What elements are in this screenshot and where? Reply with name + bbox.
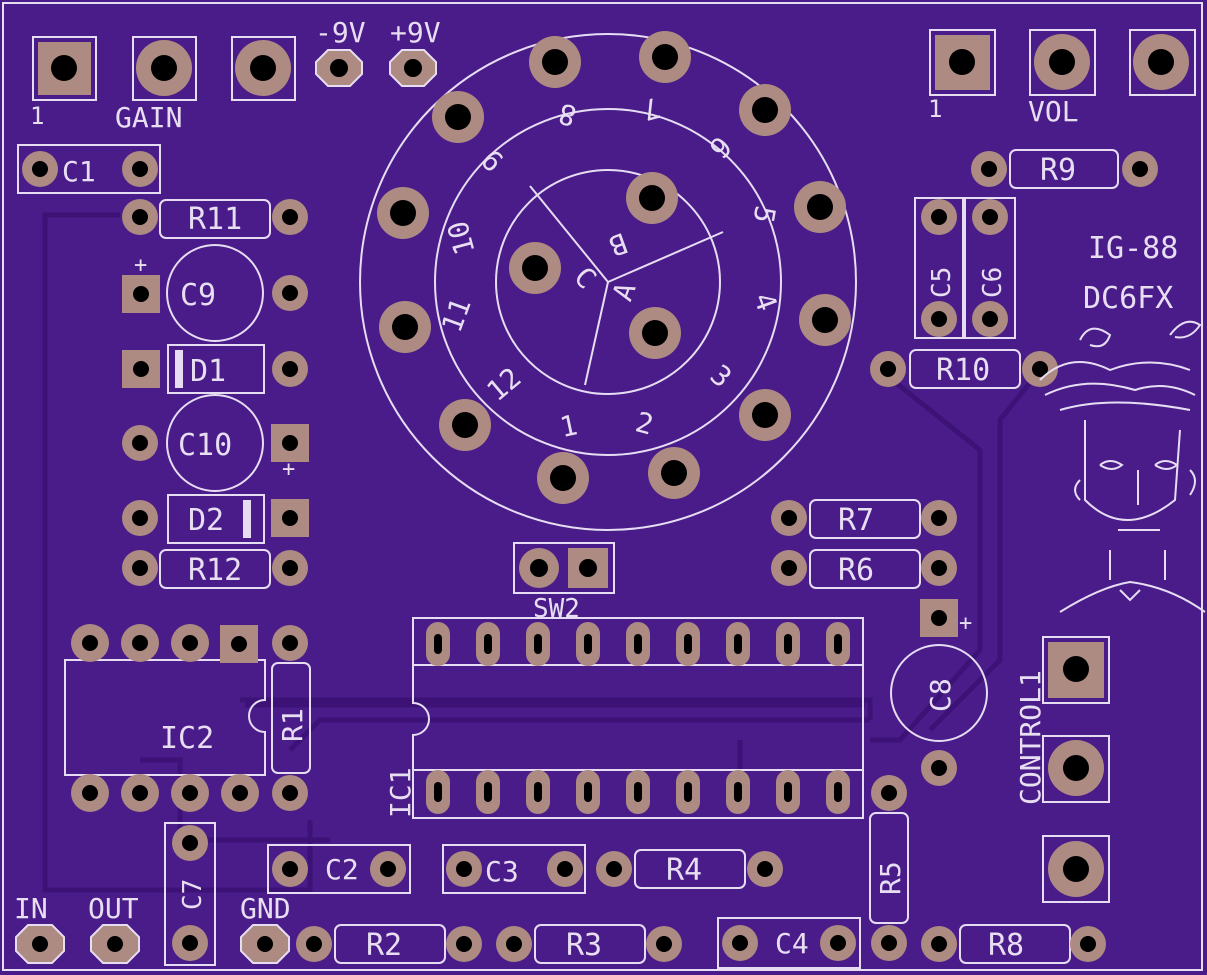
plus9v-label: +9V <box>390 16 441 49</box>
c2-label: C2 <box>325 853 359 886</box>
ic1-footprint <box>412 617 864 819</box>
brand-line2: DC6FX <box>1083 281 1173 316</box>
r12-footprint <box>122 549 308 589</box>
ic2-label: IC2 <box>160 721 214 756</box>
gnd-label: GND <box>240 892 291 925</box>
minus9v-label: -9V <box>315 16 366 49</box>
r5-label: R5 <box>874 861 907 895</box>
character-artwork <box>1039 320 1206 613</box>
r4-label: R4 <box>666 853 702 888</box>
c6-label: C6 <box>978 267 1008 298</box>
r9-label: R9 <box>1040 153 1076 188</box>
r2-label: R2 <box>366 928 402 963</box>
gain-pin1-label: 1 <box>30 102 44 130</box>
c7-label: C7 <box>178 879 208 910</box>
c3-label: C3 <box>485 855 519 888</box>
vol-pot <box>929 29 1196 96</box>
r7-footprint <box>771 499 957 539</box>
d1-label: D1 <box>190 354 226 389</box>
brand-line1: IG-88 <box>1088 231 1178 266</box>
control1-footprint <box>1042 636 1110 903</box>
r12-label: R12 <box>188 553 242 588</box>
c10-plus: + <box>282 457 295 482</box>
r8-footprint <box>921 924 1106 964</box>
out-label: OUT <box>88 892 139 925</box>
c8-label: C8 <box>924 678 957 712</box>
r5-footprint <box>869 775 909 961</box>
sw2-label: SW2 <box>533 594 580 624</box>
r1-label: R1 <box>276 708 309 742</box>
d1-footprint <box>122 344 308 394</box>
in-label: IN <box>14 892 48 925</box>
c4-label: C4 <box>775 927 809 960</box>
r2-footprint <box>296 924 482 964</box>
r6-footprint <box>771 549 957 589</box>
c1-label: C1 <box>62 155 96 188</box>
c4-footprint <box>717 917 861 969</box>
ic2-footprint <box>64 624 266 812</box>
r3-label: R3 <box>566 928 602 963</box>
d2-footprint <box>122 494 309 544</box>
r11-footprint <box>122 199 308 239</box>
io-pads <box>15 924 290 964</box>
c8-footprint <box>890 599 988 786</box>
c8-plus: + <box>959 611 972 636</box>
r4-footprint <box>596 849 783 889</box>
gain-pot <box>32 36 296 101</box>
r11-label: R11 <box>188 202 242 237</box>
sw2-footprint <box>513 542 615 594</box>
c9-footprint <box>122 244 308 342</box>
c9-plus: + <box>134 253 147 278</box>
r10-label: R10 <box>936 353 990 388</box>
r1-footprint <box>271 625 311 811</box>
r3-footprint <box>496 924 682 964</box>
switch-pos-1: 1 <box>557 408 580 444</box>
c9-label: C9 <box>180 278 216 313</box>
r6-label: R6 <box>838 553 874 588</box>
r10-footprint <box>870 349 1058 389</box>
c5-c6-footprint <box>914 197 1016 339</box>
c10-footprint <box>122 394 309 492</box>
r7-label: R7 <box>838 503 874 538</box>
c7-footprint <box>164 822 216 966</box>
c10-label: C10 <box>178 428 232 463</box>
d2-label: D2 <box>188 503 224 538</box>
c3-footprint <box>442 844 586 894</box>
power-pads <box>315 49 437 87</box>
c5-label: C5 <box>927 267 957 298</box>
ic1-label: IC1 <box>384 767 417 818</box>
rotary-switch <box>359 31 857 531</box>
r8-label: R8 <box>988 928 1024 963</box>
switch-pos-5: 5 <box>746 203 781 225</box>
gain-label: GAIN <box>115 101 182 134</box>
control1-label: CONTROL1 <box>1014 670 1047 805</box>
c1-footprint <box>17 144 161 194</box>
c2-footprint <box>267 844 411 894</box>
vol-label: VOL <box>1028 95 1079 128</box>
r9-footprint <box>971 149 1158 189</box>
vol-pin1-label: 1 <box>928 95 942 123</box>
